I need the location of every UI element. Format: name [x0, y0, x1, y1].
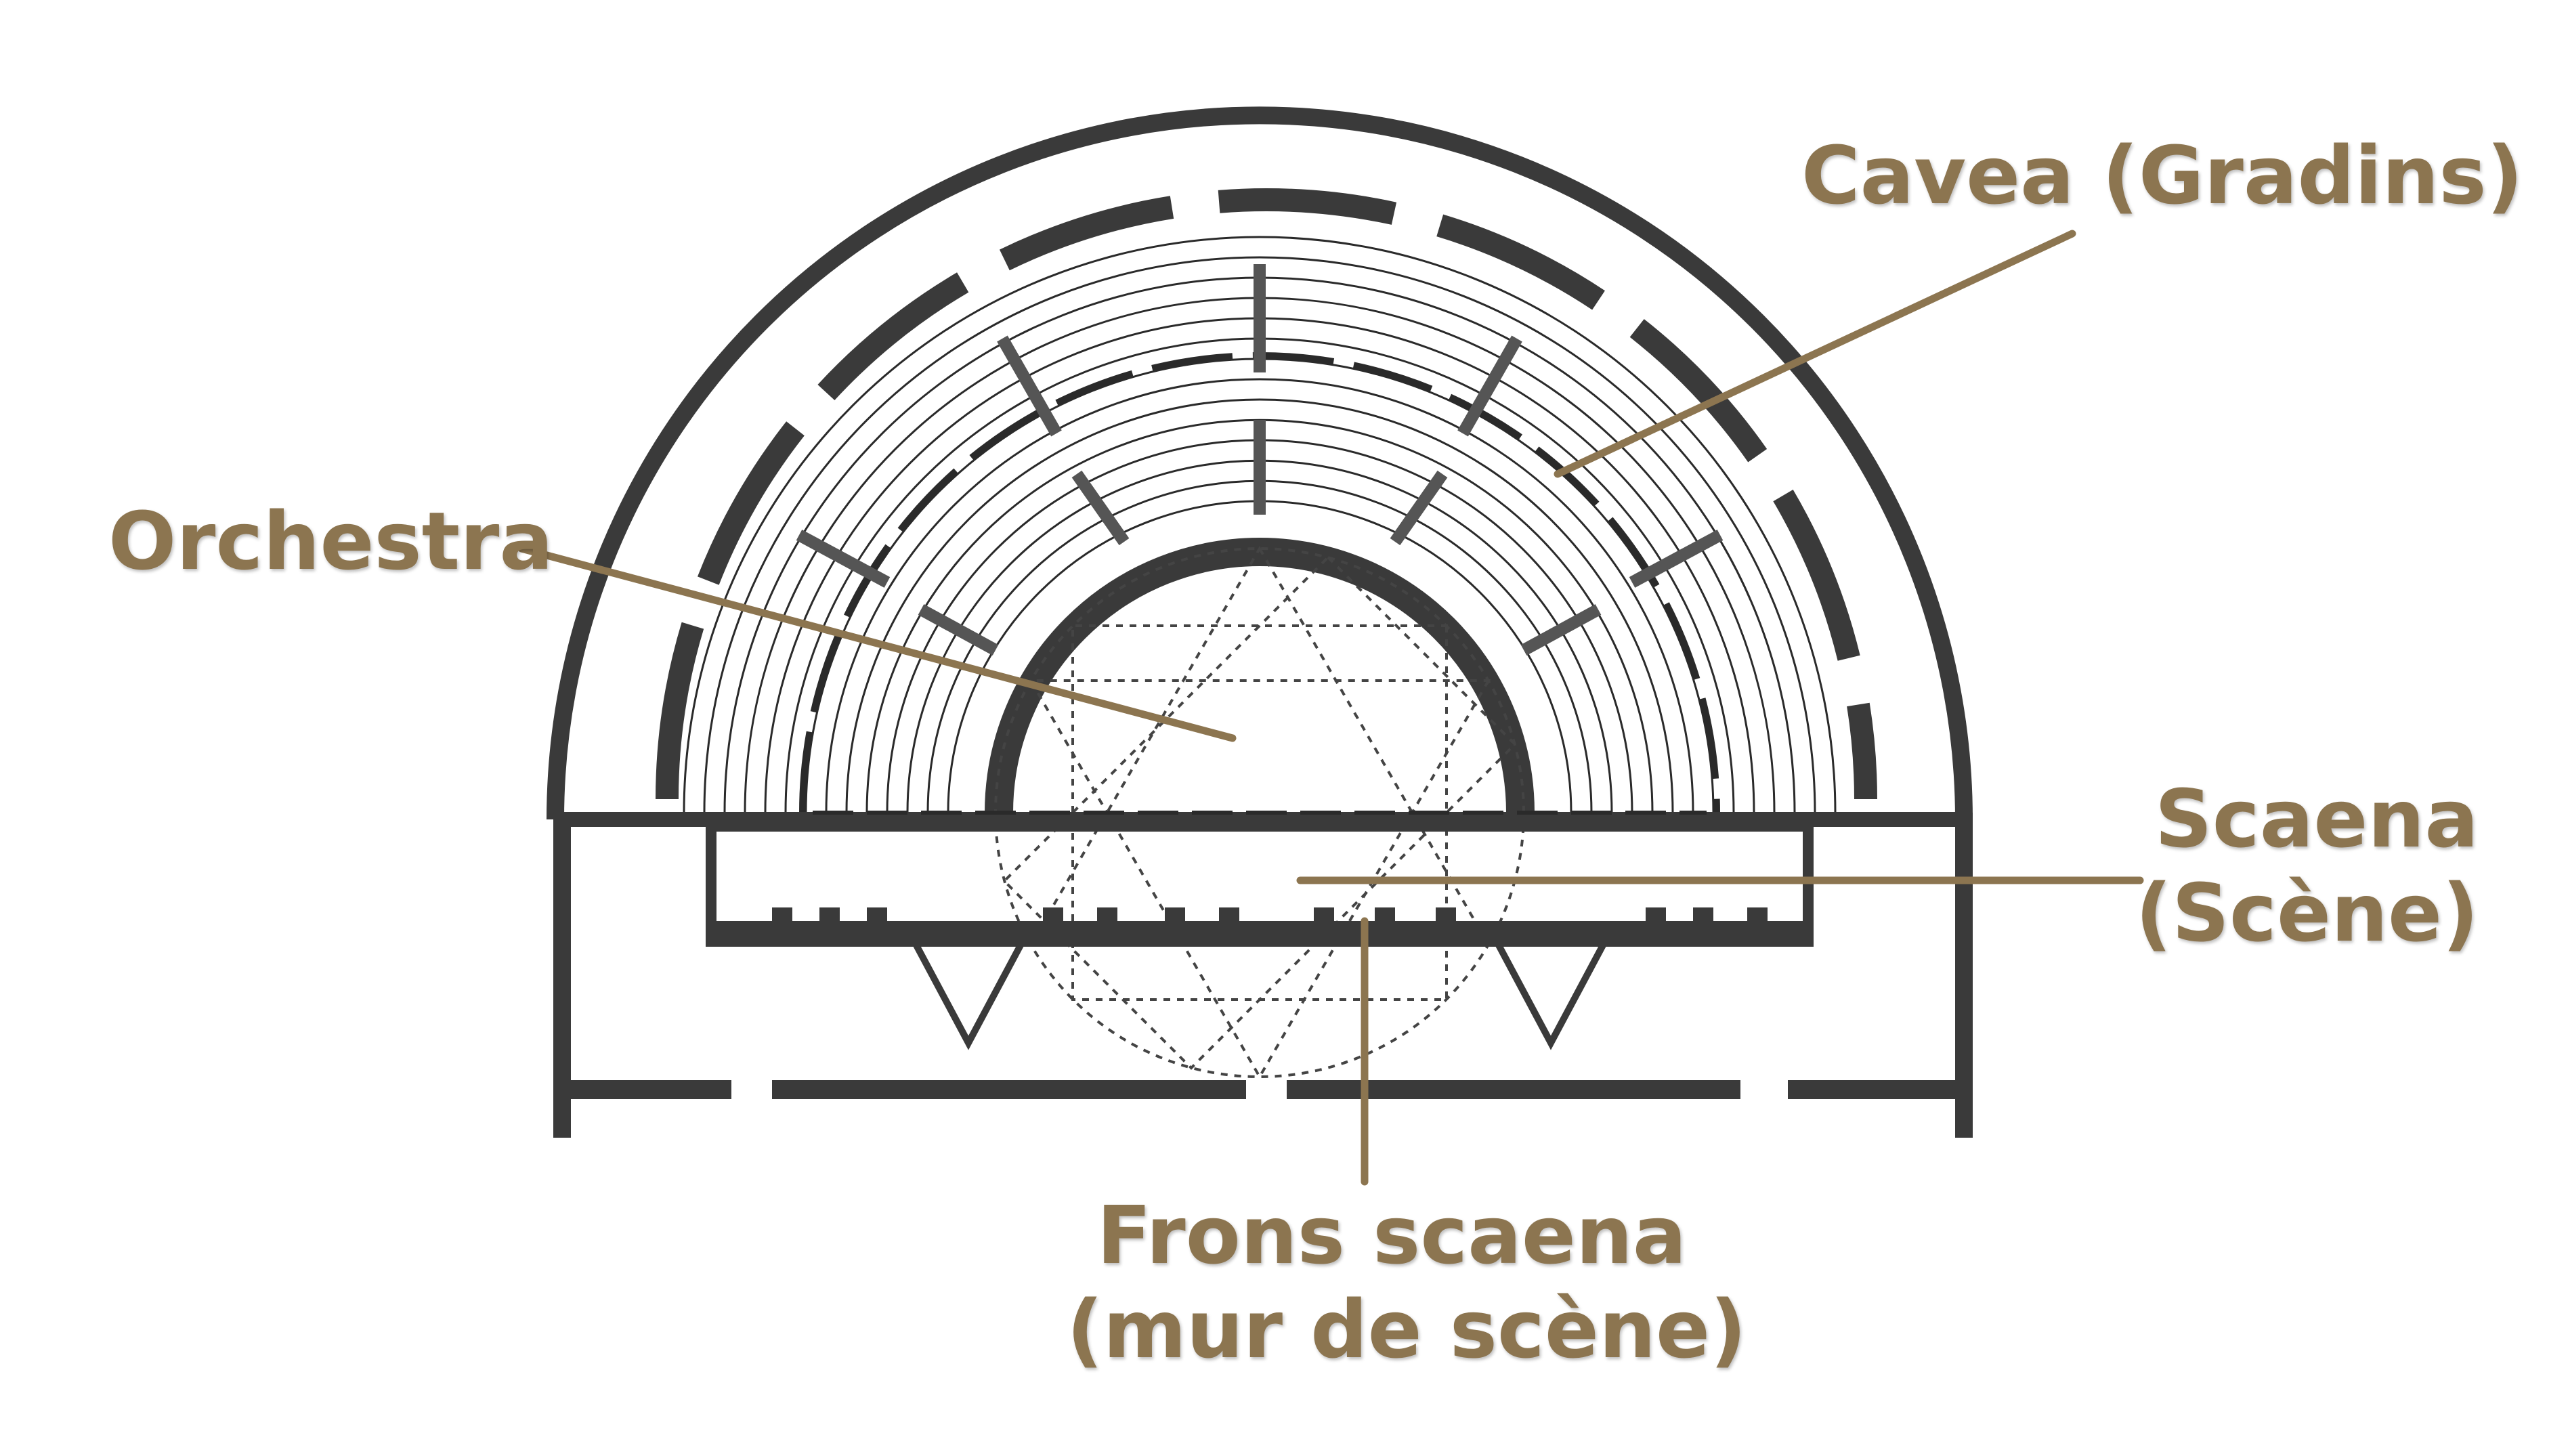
label-frons-scaena: Frons scaena (mur de scène)	[1067, 1189, 1747, 1377]
label-scaena-line2: (Scène)	[2135, 866, 2479, 960]
leader-lines	[517, 230, 2144, 1186]
label-cavea: Cavea (Gradins)	[1801, 129, 2523, 223]
label-scaena: Scaena (Scène)	[2135, 772, 2479, 960]
label-orchestra: Orchestra	[108, 494, 553, 588]
orchestra-wall	[985, 538, 1535, 813]
frons-scaena-wall	[711, 907, 1808, 941]
label-orchestra-text: Orchestra	[108, 494, 553, 588]
rear-wall	[562, 1080, 1964, 1099]
construction-star	[1002, 546, 1517, 1079]
stairways	[796, 264, 1724, 656]
label-scaena-line1: Scaena	[2154, 772, 2479, 865]
label-frons-line1: Frons scaena	[1096, 1189, 1687, 1282]
periaktos-left	[908, 938, 1029, 1050]
leader-cavea	[1554, 230, 2076, 478]
label-cavea-text: Cavea (Gradins)	[1801, 129, 2523, 222]
label-frons-line2: (mur de scène)	[1067, 1283, 1747, 1377]
periaktos-right	[1491, 938, 1611, 1050]
outer-wall	[547, 106, 1973, 820]
leader-orchestra	[517, 544, 1237, 742]
ambulatory-ring	[656, 188, 1877, 800]
